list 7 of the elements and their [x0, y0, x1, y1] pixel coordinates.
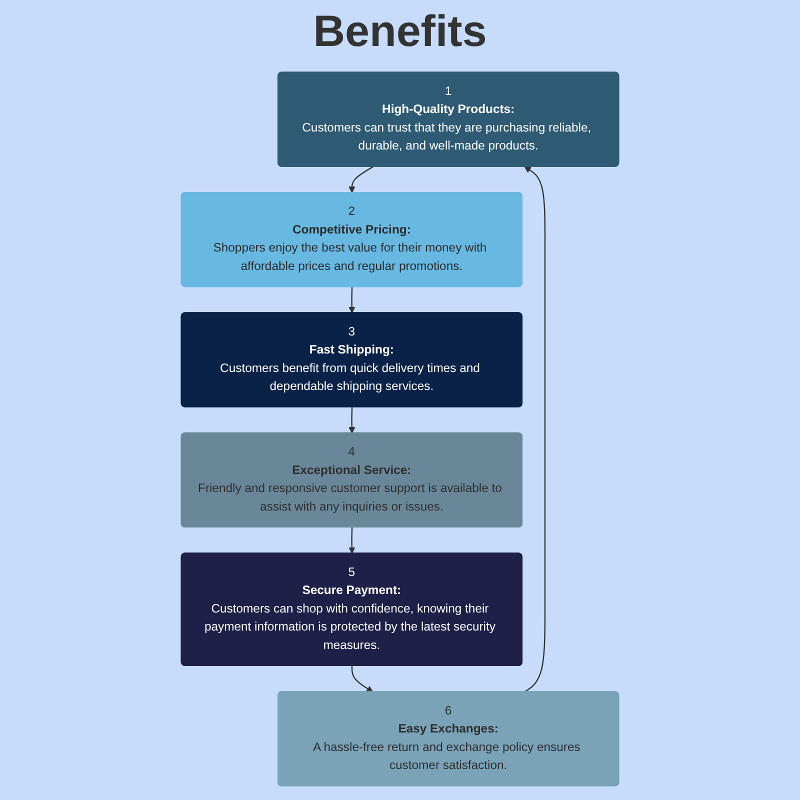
arrow: [348, 528, 356, 554]
arrow: [351, 666, 374, 692]
arrow: [348, 166, 374, 193]
arrow: [348, 407, 356, 434]
title: Benefits: [312, 6, 488, 58]
arrow: [348, 287, 356, 314]
arrow: [524, 166, 546, 692]
